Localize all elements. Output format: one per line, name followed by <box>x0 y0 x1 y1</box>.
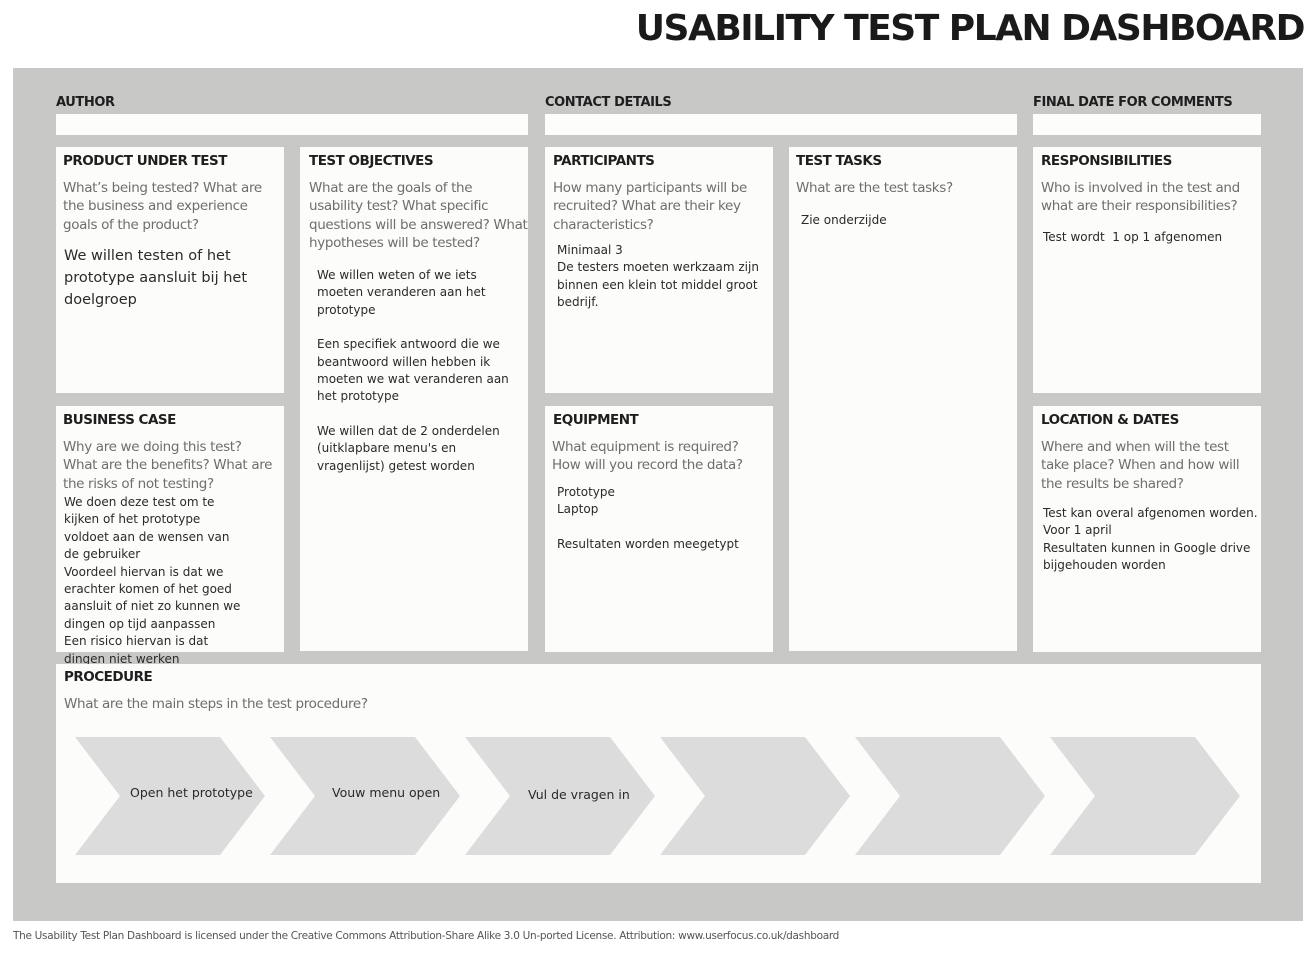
location-dates-heading: LOCATION & DATES <box>1041 412 1179 428</box>
author-field[interactable] <box>56 114 528 135</box>
product-under-test-box[interactable]: PRODUCT UNDER TEST What’s being tested? … <box>56 147 284 393</box>
author-label: AUTHOR <box>56 95 115 110</box>
equipment-answer-text: Prototype Laptop Resultaten worden meege… <box>557 485 739 552</box>
procedure-step-label: Vul de vragen in <box>528 787 630 802</box>
objective-answer: Een specifiek antwoord die we beantwoord… <box>317 337 509 404</box>
participants-answer-text: Minimaal 3 De testers moeten werkzaam zi… <box>557 243 759 310</box>
objective-answer: We willen dat de 2 onderdelen (uitklapba… <box>317 423 500 473</box>
test-objectives-box[interactable]: TEST OBJECTIVES What are the goals of th… <box>300 147 528 651</box>
participants-prompt: How many participants will be recruited?… <box>553 180 747 233</box>
equipment-heading: EQUIPMENT <box>553 412 639 428</box>
test-objectives-heading: TEST OBJECTIVES <box>309 153 434 169</box>
business-case-box[interactable]: BUSINESS CASE Why are we doing this test… <box>56 406 284 666</box>
product-under-test-answer: We willen testen of het prototype aanslu… <box>64 248 247 308</box>
responsibilities-answer: Test wordt 1 op 1 afgenomen <box>1043 230 1223 244</box>
chevron-shape <box>1050 737 1240 855</box>
chevron-shape <box>465 737 655 855</box>
responsibilities-prompt: Who is involved in the test and what are… <box>1041 180 1240 215</box>
procedure-steps: Open het prototype Vouw menu open Vul de… <box>75 737 1245 855</box>
participants-box[interactable]: PARTICIPANTS How many participants will … <box>545 147 773 393</box>
location-dates-prompt: Where and when will the test take place?… <box>1041 439 1240 492</box>
chevron-shape <box>855 737 1045 855</box>
product-under-test-prompt: What’s being tested? What are the busine… <box>63 180 262 233</box>
participants-heading: PARTICIPANTS <box>553 153 655 169</box>
participants-answer: Minimaal 3 De testers moeten werkzaam zi… <box>557 242 769 312</box>
equipment-box[interactable]: EQUIPMENT What equipment is required? Ho… <box>545 406 773 652</box>
procedure-heading: PROCEDURE <box>64 669 153 685</box>
procedure-prompt: What are the main steps in the test proc… <box>64 696 368 712</box>
procedure-step[interactable] <box>1050 737 1240 855</box>
responsibilities-heading: RESPONSIBILITIES <box>1041 153 1172 169</box>
chevron-shape <box>270 737 460 855</box>
test-tasks-heading: TEST TASKS <box>796 153 882 169</box>
contact-details-field[interactable] <box>545 114 1017 135</box>
location-dates-answer-text: Test kan overal afgenomen worden. Voor 1… <box>1043 506 1258 573</box>
contact-details-label: CONTACT DETAILS <box>545 95 672 110</box>
equipment-prompt: What equipment is required? How will you… <box>552 439 743 474</box>
business-case-answer-text: We doen deze test om te kijken of het pr… <box>64 495 241 666</box>
test-tasks-box[interactable]: TEST TASKS What are the test tasks? Zie … <box>789 147 1017 651</box>
procedure-step[interactable]: Vouw menu open <box>270 737 460 855</box>
business-case-answer: We doen deze test om te kijken of het pr… <box>64 494 246 668</box>
business-case-heading: BUSINESS CASE <box>63 412 176 428</box>
test-objectives-answers: We willen weten of we iets moeten verand… <box>317 267 524 475</box>
business-case-prompt: Why are we doing this test? What are the… <box>63 439 273 492</box>
test-tasks-prompt: What are the test tasks? <box>796 180 953 196</box>
procedure-step-label: Vouw menu open <box>332 785 441 800</box>
procedure-step-label: Open het prototype <box>130 785 253 800</box>
test-objectives-prompt: What are the goals of the usability test… <box>309 180 528 251</box>
license-footer: The Usability Test Plan Dashboard is lic… <box>13 930 840 942</box>
chevron-shape <box>75 737 265 855</box>
procedure-step[interactable]: Open het prototype <box>75 737 265 855</box>
procedure-step[interactable] <box>660 737 850 855</box>
product-under-test-heading: PRODUCT UNDER TEST <box>63 153 227 169</box>
final-date-field[interactable] <box>1033 114 1261 135</box>
procedure-step[interactable] <box>855 737 1045 855</box>
objective-answer: We willen weten of we iets moeten verand… <box>317 268 486 317</box>
location-dates-box[interactable]: LOCATION & DATES Where and when will the… <box>1033 406 1261 652</box>
responsibilities-box[interactable]: RESPONSIBILITIES Who is involved in the … <box>1033 147 1261 393</box>
chevron-shape <box>660 737 850 855</box>
procedure-step[interactable]: Vul de vragen in <box>465 737 655 855</box>
page-title: USABILITY TEST PLAN DASHBOARD <box>635 8 1306 49</box>
final-date-label: FINAL DATE FOR COMMENTS <box>1033 95 1233 110</box>
location-dates-answer: Test kan overal afgenomen worden. Voor 1… <box>1043 505 1259 575</box>
equipment-answer: Prototype Laptop Resultaten worden meege… <box>557 484 769 554</box>
test-tasks-answer: Zie onderzijde <box>801 213 887 227</box>
